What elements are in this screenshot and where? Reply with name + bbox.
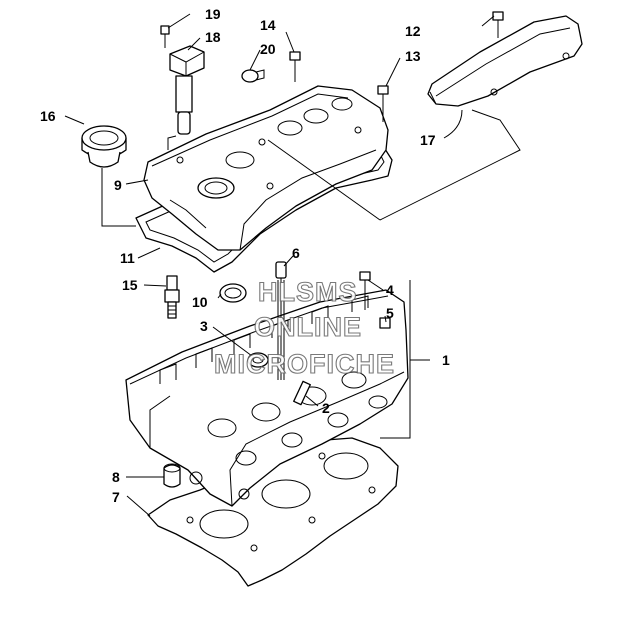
watermark-line3: MICROFICHE	[214, 349, 395, 379]
top-cover	[427, 15, 583, 107]
spark-plug	[164, 275, 180, 319]
callout-3: 3	[200, 318, 208, 334]
stud	[275, 261, 287, 380]
callout-19: 19	[205, 6, 221, 22]
o-ring	[219, 283, 247, 303]
valve-cover	[143, 85, 389, 251]
ignition-coil	[169, 45, 205, 135]
watermark-line2: ONLINE	[254, 312, 362, 342]
callout-5: 5	[386, 305, 394, 321]
callout-labels: 1 2 3 4 5 6 7 8 9 10 11 12 13 14 15 16 1…	[40, 6, 450, 505]
cover-bolt-12	[492, 11, 504, 38]
callout-17: 17	[420, 132, 436, 148]
callout-20: 20	[260, 41, 276, 57]
callout-14: 14	[260, 17, 276, 33]
head-bolts	[359, 271, 391, 329]
callout-8: 8	[112, 469, 120, 485]
watermark-line1: HLSMS	[258, 277, 358, 307]
callout-leaders	[64, 13, 521, 517]
callout-10: 10	[192, 294, 208, 310]
callout-13: 13	[405, 48, 421, 64]
callout-7: 7	[112, 489, 120, 505]
cylinder-head	[125, 289, 409, 507]
coil-bolt	[160, 25, 170, 48]
cover-bolt-14	[289, 51, 301, 82]
callout-1: 1	[442, 352, 450, 368]
cover-bolt-13	[377, 85, 389, 122]
oil-filler-cap	[81, 125, 127, 168]
callout-4: 4	[386, 282, 394, 298]
callout-2: 2	[322, 400, 330, 416]
callout-12: 12	[405, 23, 421, 39]
callout-9: 9	[114, 177, 122, 193]
callout-11: 11	[120, 250, 135, 266]
dowel-pin	[163, 463, 181, 488]
callout-16: 16	[40, 108, 56, 124]
watermark: HLSMS ONLINE MICROFICHE	[213, 276, 395, 379]
callout-6: 6	[292, 245, 300, 261]
callout-18: 18	[205, 29, 221, 45]
seal	[247, 352, 269, 368]
callout-15: 15	[122, 277, 138, 293]
hose-clamp	[241, 69, 265, 83]
